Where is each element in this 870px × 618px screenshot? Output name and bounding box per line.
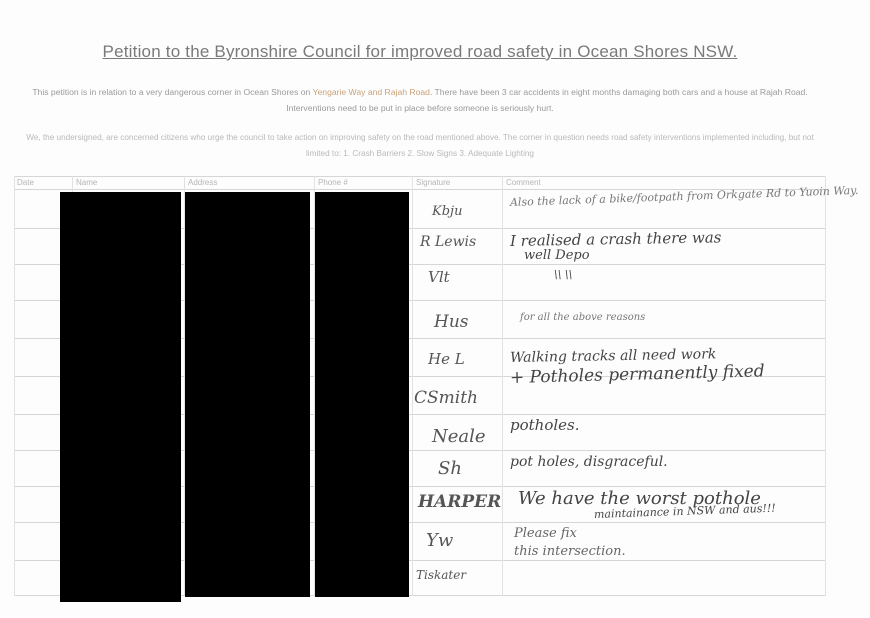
comment-text: Also the lack of a bike/footpath from Or… (509, 183, 859, 209)
header-address: Address (188, 178, 218, 187)
table-rule (14, 595, 826, 596)
comment-text: potholes. (510, 416, 580, 434)
signature: CSmith (414, 388, 478, 408)
signature: Yw (426, 530, 454, 551)
table-divider (14, 176, 15, 596)
table-rule (14, 338, 826, 339)
signature: HARPER (418, 492, 502, 512)
redaction-name-column (60, 192, 181, 602)
comment-text: I realised a crash there was (509, 228, 722, 250)
comment-text: We have the worst pothole (518, 488, 761, 509)
table-rule (14, 176, 826, 177)
comment-text: Please fix (514, 526, 577, 541)
intro-roads: Yengarie Way and Rajah Road (312, 87, 430, 97)
table-rule (14, 300, 826, 301)
table-rule (14, 264, 826, 265)
header-date: Date (17, 178, 34, 187)
table-rule (14, 414, 826, 415)
table-divider (825, 176, 826, 596)
petition-statement: We, the undersigned, are concerned citiz… (26, 133, 814, 158)
header-comment: Comment (506, 178, 541, 187)
intro-text-2: . There have been 3 car accidents in eig… (286, 87, 808, 113)
signature: Sh (438, 458, 462, 479)
table-rule (14, 228, 826, 229)
petition-intro: This petition is in relation to a very d… (20, 84, 820, 116)
petition-title: Petition to the Byronshire Council for i… (102, 42, 738, 61)
comment-text: for all the above reasons (520, 312, 646, 323)
table-rule (14, 486, 826, 487)
redaction-address-column (185, 192, 310, 597)
table-divider (184, 176, 185, 596)
comment-text: well Depo (524, 248, 590, 263)
table-divider (502, 176, 503, 596)
table-rule (14, 522, 826, 523)
table-rule (14, 450, 826, 451)
comment-text: this intersection. (514, 544, 626, 559)
intro-text-1: This petition is in relation to a very d… (32, 87, 313, 97)
header-name: Name (76, 178, 98, 187)
signature: Neale (432, 426, 486, 447)
signature: Tiskater (416, 568, 467, 582)
table-divider (412, 176, 413, 596)
signature: Vlt (428, 268, 450, 286)
signature: Kbju (432, 204, 463, 219)
table-divider (314, 176, 315, 596)
table-rule (14, 376, 826, 377)
table-rule (14, 560, 826, 561)
signature-table: Date Name Address Phone # Signature Comm… (14, 176, 859, 596)
comment-text: \\ \\ (554, 268, 573, 281)
header-phone: Phone # (318, 178, 348, 187)
signature: He L (428, 350, 465, 368)
header-signature: Signature (416, 178, 451, 187)
redaction-phone-column (315, 192, 409, 597)
signature: R Lewis (420, 234, 477, 250)
table-rule (14, 189, 826, 190)
comment-text: pot holes, disgraceful. (510, 454, 668, 470)
signature: Hus (434, 312, 469, 332)
